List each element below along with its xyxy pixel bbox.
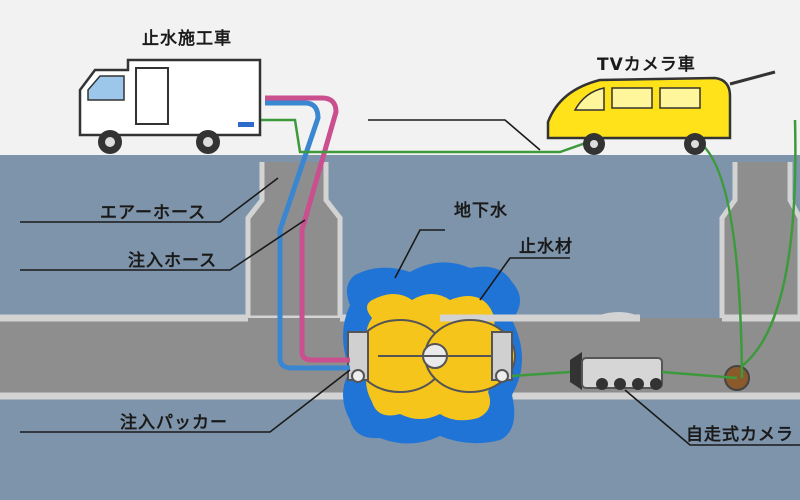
tv-camera-truck	[546, 70, 776, 155]
leader-injection-hose	[20, 219, 306, 271]
air-hose	[265, 100, 350, 371]
label-injection-packer: 注入パッカー	[120, 412, 228, 433]
label-water-stop-truck: 止水施工車	[142, 28, 232, 49]
camera-cable-right	[741, 119, 797, 367]
label-air-hose: エアーホース	[100, 203, 206, 223]
label-injection-hose: 注入ホース	[128, 250, 217, 271]
label-self-propelled-camera: 自走式カメラ	[686, 424, 794, 445]
leader-air-hose	[20, 177, 279, 223]
label-waterstop-material: 止水材	[519, 236, 573, 257]
injection-hose	[265, 95, 350, 363]
leader-tv-camera	[368, 119, 541, 151]
leader-waterstop	[479, 257, 570, 301]
leader-self-camera	[624, 389, 800, 446]
water-stop-truck	[78, 58, 262, 154]
label-tv-camera-truck: TVカメラ車	[597, 54, 696, 75]
injection-packer	[347, 319, 516, 393]
leader-groundwater	[394, 229, 445, 279]
label-groundwater: 地下水	[454, 200, 508, 221]
leader-packer	[20, 369, 351, 433]
self-propelled-camera	[570, 352, 750, 391]
pipe-joint-right	[599, 312, 637, 321]
camera-cable-lower	[511, 370, 738, 380]
